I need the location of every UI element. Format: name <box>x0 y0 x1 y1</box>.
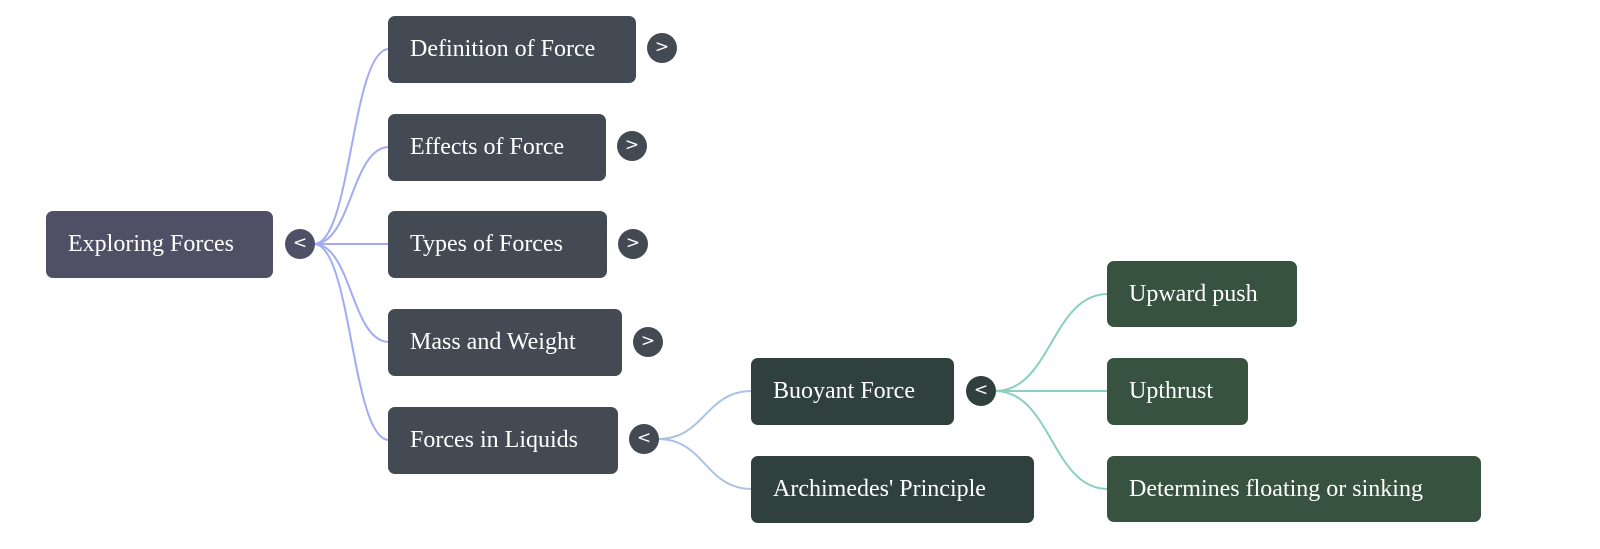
chevron-left-icon: < <box>973 380 989 400</box>
node-mass-and-weight[interactable]: Mass and Weight <box>388 309 622 376</box>
edge-buoyant-force-to-upward-push <box>994 293 1109 392</box>
edge-forces-in-liquids-to-archimedes-principle <box>657 438 753 490</box>
node-upthrust[interactable]: Upthrust <box>1107 358 1248 425</box>
expand-toggle-types-of-forces[interactable]: > <box>618 229 648 259</box>
edge-root-to-forces-in-liquids <box>313 243 390 441</box>
collapse-toggle-root[interactable]: < <box>285 229 315 259</box>
edge-buoyant-force-to-determines-floating-or-sinking <box>994 390 1109 490</box>
node-label: Definition of Force <box>410 36 596 62</box>
chevron-right-icon: > <box>625 233 641 253</box>
expand-toggle-mass-and-weight[interactable]: > <box>633 327 663 357</box>
chevron-right-icon: > <box>640 331 656 351</box>
node-types-of-forces[interactable]: Types of Forces <box>388 211 607 278</box>
chevron-right-icon: > <box>654 37 670 57</box>
chevron-left-icon: < <box>292 233 308 253</box>
collapse-toggle-buoyant-force[interactable]: < <box>966 376 996 406</box>
node-label: Effects of Force <box>410 134 565 160</box>
node-root-exploring-forces[interactable]: Exploring Forces <box>46 211 273 278</box>
node-label: Forces in Liquids <box>410 427 578 453</box>
node-label: Determines floating or sinking <box>1129 475 1423 502</box>
node-forces-in-liquids[interactable]: Forces in Liquids <box>388 407 618 474</box>
node-determines-floating-or-sinking[interactable]: Determines floating or sinking <box>1107 456 1481 522</box>
chevron-right-icon: > <box>624 135 640 155</box>
edge-root-to-mass-and-weight <box>313 243 390 343</box>
node-effects-of-force[interactable]: Effects of Force <box>388 114 606 181</box>
node-label: Upward push <box>1129 280 1258 307</box>
node-label: Exploring Forces <box>68 231 234 257</box>
node-label: Buoyant Force <box>773 378 915 404</box>
node-upward-push[interactable]: Upward push <box>1107 261 1297 327</box>
node-archimedes-principle[interactable]: Archimedes' Principle <box>751 456 1034 523</box>
chevron-left-icon: < <box>636 428 652 448</box>
node-label: Archimedes' Principle <box>773 476 986 502</box>
node-label: Mass and Weight <box>410 329 576 355</box>
node-label: Types of Forces <box>410 231 563 257</box>
expand-toggle-definition-of-force[interactable]: > <box>647 33 677 63</box>
expand-toggle-effects-of-force[interactable]: > <box>617 131 647 161</box>
edge-forces-in-liquids-to-buoyant-force <box>657 390 753 440</box>
edge-root-to-effects-of-force <box>313 146 390 245</box>
edge-root-to-definition-of-force <box>313 48 390 245</box>
collapse-toggle-forces-in-liquids[interactable]: < <box>629 424 659 454</box>
node-buoyant-force[interactable]: Buoyant Force <box>751 358 954 425</box>
node-label: Upthrust <box>1129 378 1213 404</box>
node-definition-of-force[interactable]: Definition of Force <box>388 16 636 83</box>
